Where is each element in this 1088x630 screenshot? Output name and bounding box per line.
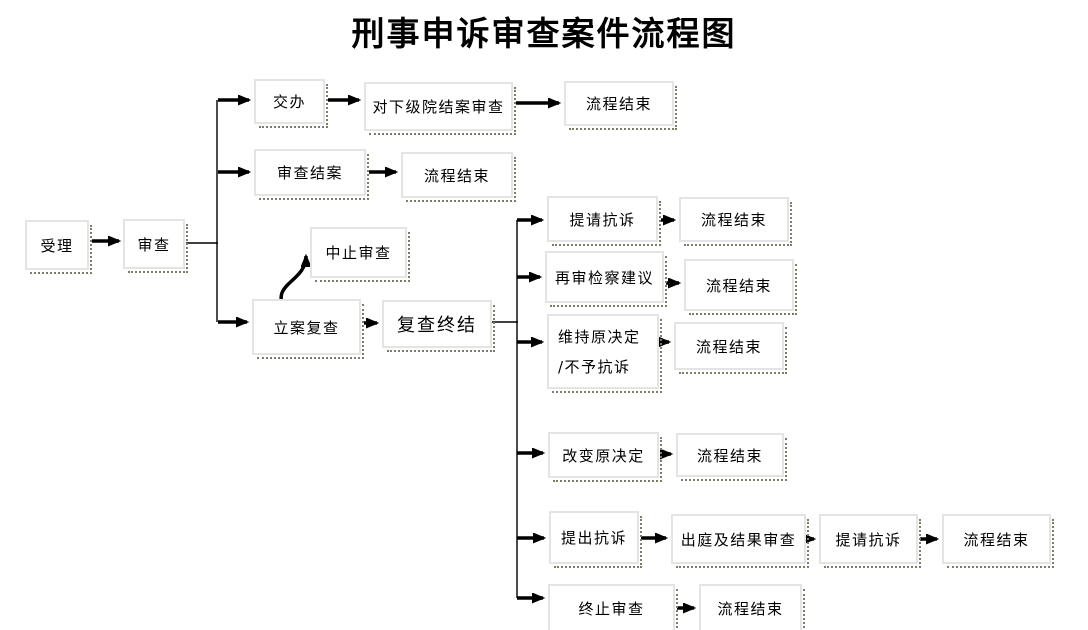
node-terminate-review: 终止审查 — [548, 584, 678, 630]
node-suspend-review: 中止审查 — [310, 227, 410, 282]
maintain-original-decision-line2: /不予抗诉 — [558, 358, 631, 377]
node-maintain-original-decision: 维持原决定 /不予抗诉 — [547, 314, 662, 393]
node-process-end-6: 流程结束 — [676, 433, 787, 481]
node-process-end-1: 流程结束 — [564, 81, 677, 130]
node-process-end-3: 流程结束 — [679, 197, 792, 246]
node-court-appearance-result-review: 出庭及结果审查 — [671, 514, 809, 568]
node-retrial-procuratorial-suggestion: 再审检察建议 — [545, 251, 667, 307]
node-review: 审查 — [123, 219, 188, 273]
node-recheck-conclusion: 复查终结 — [382, 300, 495, 352]
node-lower-court-closure-review: 对下级院结案审查 — [364, 82, 516, 135]
node-process-end-5: 流程结束 — [674, 322, 787, 374]
node-process-end-2: 流程结束 — [401, 152, 516, 202]
node-case-filing-recheck: 立案复查 — [252, 299, 364, 359]
maintain-original-decision-line1: 维持原决定 — [558, 327, 641, 346]
node-accept: 受理 — [25, 220, 92, 274]
node-review-closure: 审查结案 — [254, 149, 369, 200]
node-process-end-4: 流程结束 — [684, 259, 797, 315]
node-process-end-8: 流程结束 — [699, 584, 805, 630]
node-request-protest-1: 提请抗诉 — [547, 196, 661, 246]
node-file-protest: 提出抗诉 — [549, 511, 642, 568]
page-title: 刑事申诉审查案件流程图 — [351, 14, 737, 53]
node-change-original-decision: 改变原决定 — [548, 432, 662, 482]
node-assign: 交办 — [254, 79, 328, 128]
node-process-end-7: 流程结束 — [942, 514, 1054, 568]
node-request-protest-2: 提请抗诉 — [819, 514, 921, 568]
